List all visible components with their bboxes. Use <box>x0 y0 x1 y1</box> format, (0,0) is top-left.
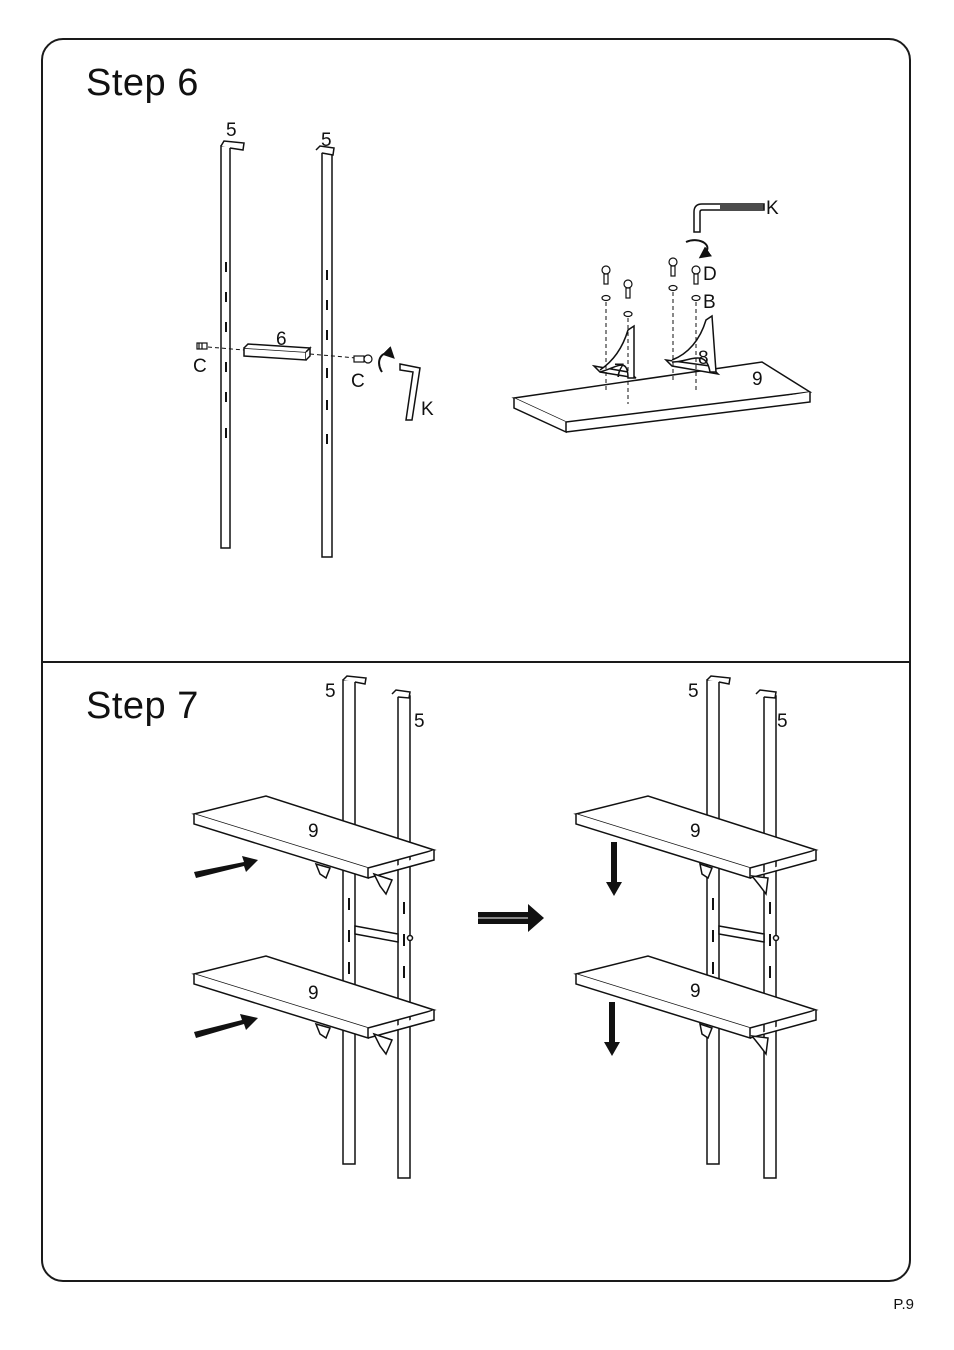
step7-a-post-right-label: 5 <box>414 711 425 732</box>
step7-a-shelf-top-label: 9 <box>308 821 319 842</box>
step6-wrench-left-icon <box>400 364 420 420</box>
step6-rail-label: 6 <box>276 329 287 350</box>
step6-bracket-right <box>666 316 718 374</box>
step6-bracket-right-label: 8 <box>698 348 709 369</box>
step6-post-right-label: 5 <box>321 130 332 151</box>
step6-shelf-label: 9 <box>752 369 763 390</box>
step6-screw-left-icon <box>197 343 207 349</box>
step7-b-shelf-bottom-label: 9 <box>690 981 701 1002</box>
step6-post-right <box>316 146 334 557</box>
step6-screw-left-label: C <box>193 356 207 377</box>
step6-rotate-arrow-icon <box>379 353 392 372</box>
step6-post-left <box>221 141 244 548</box>
step6-bolts <box>602 258 700 317</box>
step7-a-post-left <box>343 676 366 1164</box>
step6-screw-right-label: C <box>351 371 365 392</box>
step7-b-post-right-label: 5 <box>777 711 788 732</box>
step6-bracket-left-label: 7 <box>614 361 625 382</box>
step7-b-post-left <box>707 676 730 1164</box>
step6-wrench-right-label: K <box>766 198 779 219</box>
step6-screw-right-icon <box>354 355 372 363</box>
step7-down-arrow-top-icon <box>606 842 622 896</box>
step7-push-arrow-top-icon <box>194 856 258 878</box>
step7-b-post-left-label: 5 <box>688 681 699 702</box>
step7-a-post-left-label: 5 <box>325 681 336 702</box>
step7-transition-arrow-icon <box>478 904 544 932</box>
step7-down-arrow-bottom-icon <box>604 1002 620 1056</box>
step6-shelf-board <box>514 362 810 432</box>
step6-wrench-left-label: K <box>421 399 434 420</box>
step6-rotate-arrow-right-icon <box>686 240 707 256</box>
step6-washer-label: B <box>703 292 716 313</box>
step7-a-shelf-bottom-label: 9 <box>308 983 319 1004</box>
step6-wrench-right-icon <box>694 204 764 232</box>
step6-post-left-label: 5 <box>226 120 237 141</box>
step6-bolt-label: D <box>703 264 717 285</box>
step7-b-shelf-top-label: 9 <box>690 821 701 842</box>
step7-push-arrow-bottom-icon <box>194 1014 258 1038</box>
